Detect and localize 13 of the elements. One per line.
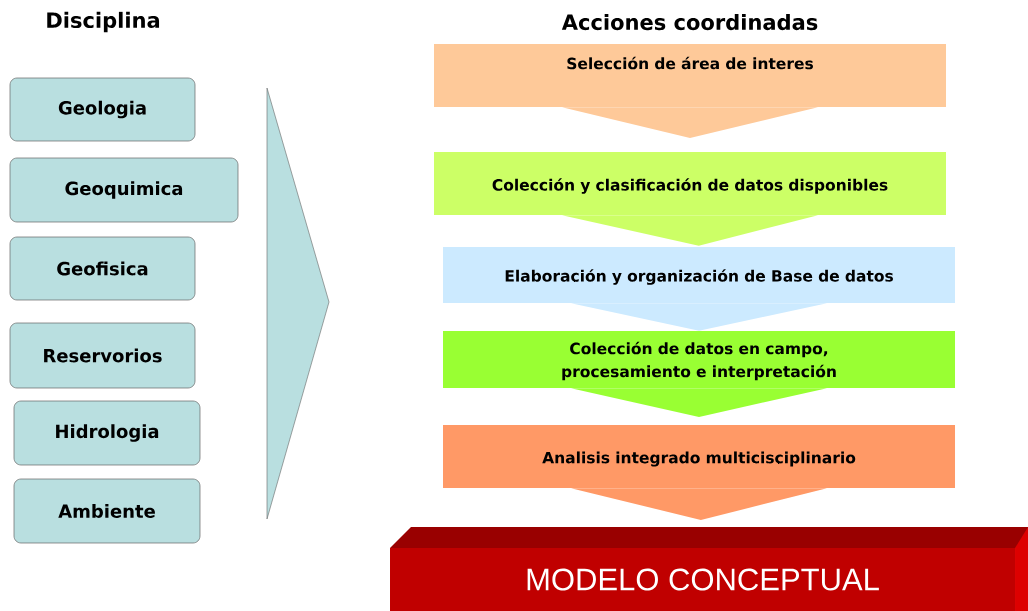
chevron-arrow: [562, 215, 818, 246]
result-block: MODELO CONCEPTUAL: [390, 527, 1028, 611]
chevron-arrow: [571, 488, 827, 520]
chevron-arrow: [571, 388, 827, 417]
column-heading: Disciplina: [47, 11, 160, 33]
chevron-arrow: [571, 303, 827, 331]
discipline-box: Hidrologia: [13, 400, 201, 466]
discipline-box: Ambiente: [13, 478, 201, 544]
discipline-box: Geoquimica: [9, 157, 239, 223]
chevron-arrow: [562, 107, 818, 138]
discipline-box: Reservorios: [9, 322, 196, 389]
discipline-box: Geologia: [9, 77, 196, 142]
discipline-box: Geofisica: [9, 236, 196, 301]
